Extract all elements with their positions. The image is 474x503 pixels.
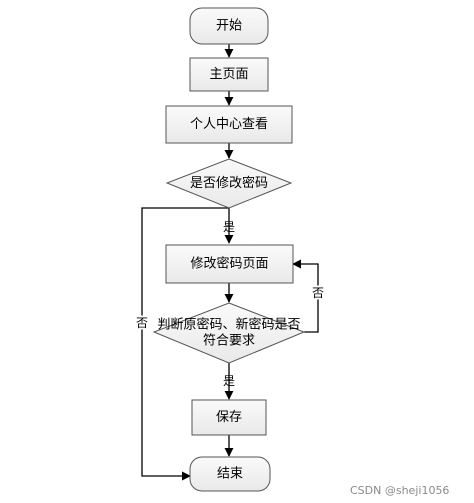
edge-label-yes-2: 是: [223, 374, 235, 388]
change-password-question-label: 是否修改密码: [190, 175, 268, 191]
save-label: 保存: [216, 410, 242, 425]
password-check-decision: [152, 302, 306, 364]
end-terminal: [189, 456, 271, 492]
main-page-box: [189, 57, 269, 92]
edge-question-no-to-end: [141, 207, 229, 481]
change-password-decision: [165, 158, 293, 209]
main-page-label: 主页面: [209, 67, 248, 82]
change-password-page-box: [165, 244, 294, 284]
save-box: [191, 399, 267, 436]
edge-label-yes-1: 是: [223, 220, 235, 234]
start-label: 开始: [216, 19, 242, 34]
personal-center-box: [165, 105, 293, 144]
end-label: 结束: [217, 467, 243, 482]
password-check-label-line2: 符合要求: [203, 333, 255, 349]
edge-label-no-1: 否: [136, 316, 148, 330]
start-terminal: [189, 7, 269, 45]
edge-check-no-to-changepage: [292, 259, 319, 333]
change-password-page-label: 修改密码页面: [190, 256, 268, 272]
personal-center-label: 个人中心查看: [190, 116, 268, 132]
password-check-label-line1: 判断原密码、新密码是否: [157, 317, 300, 333]
watermark: CSDN @sheji1056: [350, 484, 450, 497]
edge-label-no-2: 否: [312, 286, 324, 300]
